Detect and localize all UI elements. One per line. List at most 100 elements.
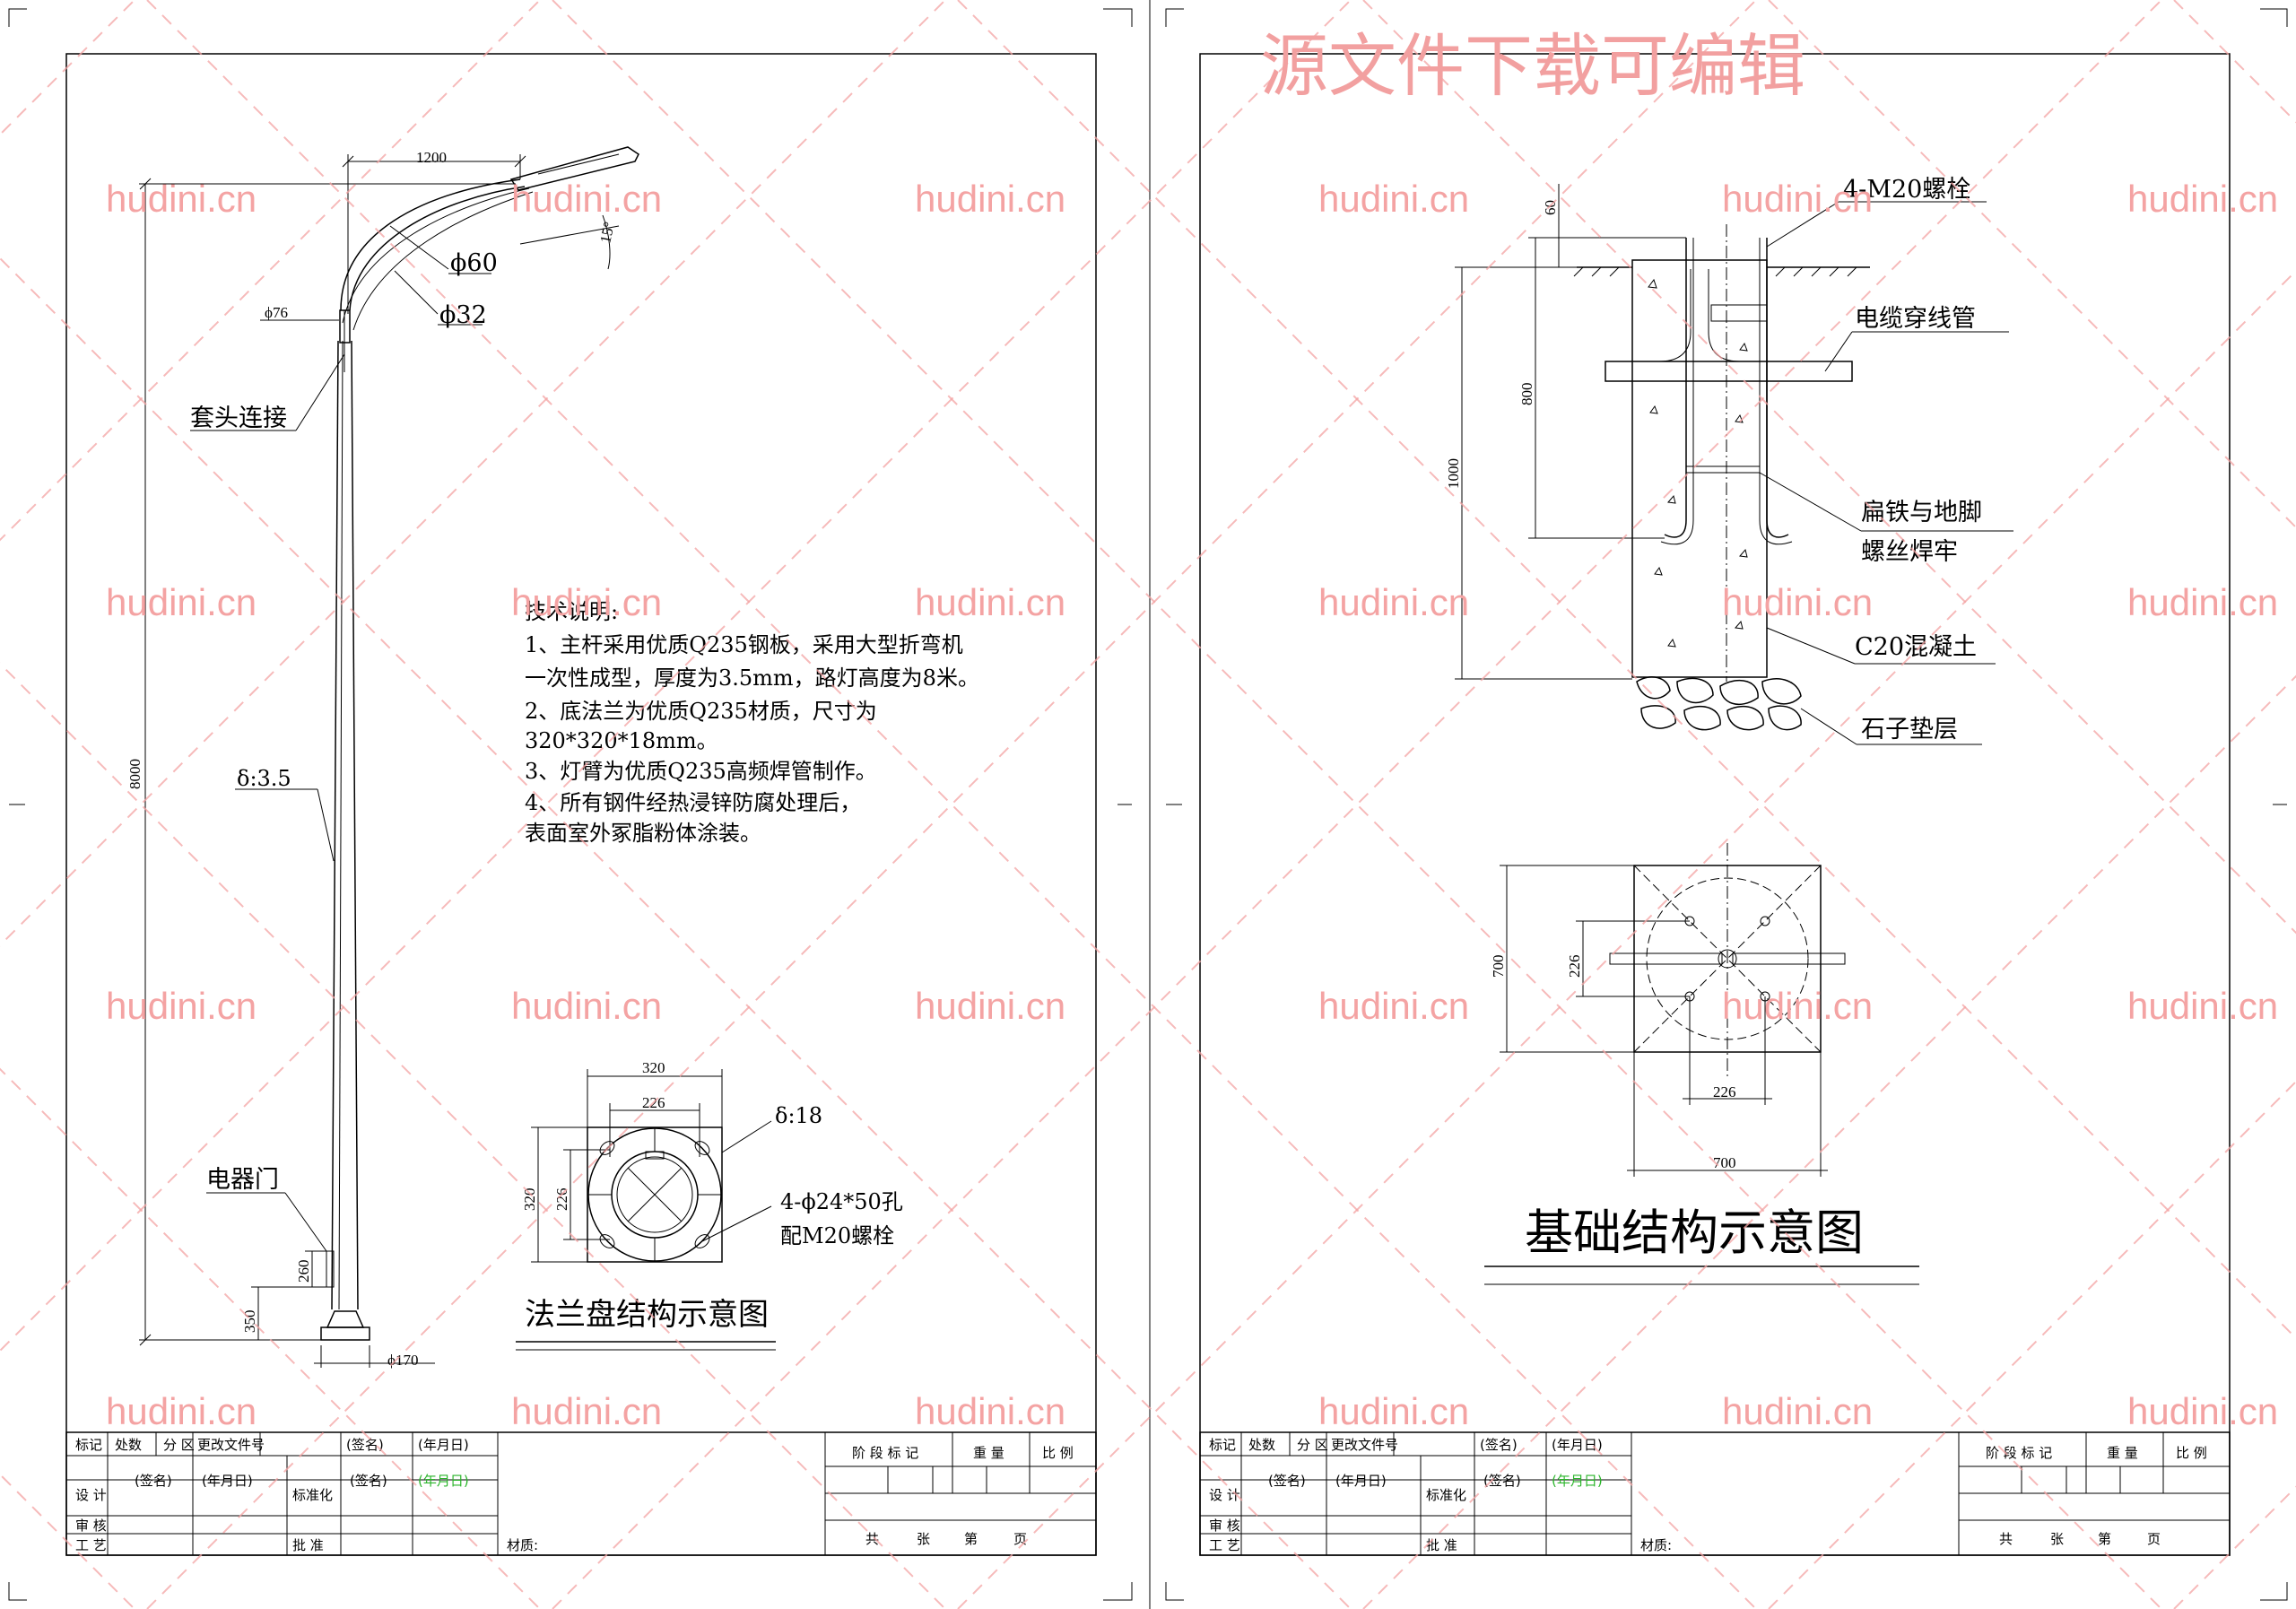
- tb-process: 工 艺: [75, 1537, 107, 1553]
- watermark-text: hudini.cn: [1722, 581, 1873, 623]
- watermark-texts: hudini.cn hudini.cn hudini.cn hudini.cn hudi…: [106, 178, 2278, 1432]
- tb-sheet: 张: [917, 1531, 930, 1547]
- watermark-line: [0, 0, 946, 947]
- watermark-text: hudini.cn: [1318, 1390, 1469, 1432]
- label-flat-iron-2: 螺丝焊牢: [1861, 538, 1958, 566]
- tb-design-date: (年月日): [1335, 1473, 1387, 1489]
- tb-zone: 分 区: [1297, 1437, 1328, 1453]
- tb-sign: (签名): [346, 1437, 384, 1453]
- watermark-text: hudini.cn: [511, 1390, 662, 1432]
- tb-mark: 标记: [75, 1437, 102, 1453]
- tb-stage: 阶 段 标 记: [852, 1445, 918, 1461]
- watermark-text: hudini.cn: [915, 985, 1065, 1027]
- tb-std-sign: (签名): [1483, 1473, 1521, 1489]
- tb-no: 第: [964, 1531, 978, 1547]
- tb-std-sign: (签名): [350, 1473, 387, 1489]
- tb-mark: 标记: [1209, 1437, 1236, 1453]
- tb-weight: 重 量: [2107, 1445, 2138, 1461]
- street-light-pole: [320, 146, 639, 1341]
- tb-approve: 批 准: [292, 1537, 324, 1553]
- tb-design: 设 计: [1209, 1487, 1240, 1503]
- watermark-text: hudini.cn: [511, 985, 662, 1027]
- tb-change-doc: 更改文件号: [1331, 1437, 1398, 1453]
- note-line-0: 技术说明:: [525, 599, 618, 624]
- label-thickness: δ:3.5: [237, 766, 291, 791]
- watermark-text: hudini.cn: [1722, 985, 1873, 1027]
- watermark-text: hudini.cn: [511, 178, 662, 220]
- tb-stage: 阶 段 标 记: [1986, 1445, 2052, 1461]
- title-block-right: 标记 处数 分 区 更改文件号 (签名) (年月日) 阶 段 标 记 重 量 比…: [1199, 1431, 2231, 1556]
- dim-plan-226-h: 226: [1713, 1083, 1736, 1100]
- label-phi60: ϕ60: [450, 249, 498, 277]
- tb-review: 审 核: [1209, 1518, 1240, 1534]
- tb-page: 页: [2147, 1531, 2161, 1547]
- tb-total: 共: [865, 1531, 879, 1547]
- watermark-text: hudini.cn: [1318, 178, 1469, 220]
- label-door: 电器门: [206, 1166, 279, 1194]
- dim-foundation-depth: 1000: [1445, 458, 1462, 489]
- pole-dimensions: 1200 15° ϕ60 ϕ32 ϕ76 套头连接 8000 δ:3.5 电器门: [126, 149, 620, 1369]
- dim-arm-angle: 15°: [596, 221, 618, 245]
- watermark-text: hudini.cn: [511, 581, 662, 623]
- flange-drawing: 320 226 320 226 δ:18 4-ϕ24*50孔 配M20螺栓 法兰…: [516, 1059, 903, 1351]
- watermark-text: hudini.cn: [2127, 985, 2278, 1027]
- dim-plan-700-h: 700: [1713, 1154, 1736, 1171]
- watermark-top-text: 源文件下载可编辑: [1260, 26, 1805, 106]
- note-line-6: 4、所有钢件经热浸锌防腐处理后，: [525, 790, 861, 815]
- watermark-text: hudini.cn: [1722, 178, 1873, 220]
- watermark-line: [0, 0, 541, 542]
- watermark-line: [0, 0, 1352, 1352]
- tb-design-sign: (签名): [135, 1473, 172, 1489]
- sheet-frames: [8, 0, 2288, 1609]
- label-flange-thickness: δ:18: [775, 1103, 822, 1128]
- label-flange-bolts: 配M20螺栓: [780, 1223, 894, 1248]
- tb-count: 处数: [1248, 1437, 1275, 1453]
- dim-bolt-exposed: 60: [1542, 200, 1559, 215]
- tb-date: (年月日): [418, 1437, 469, 1453]
- tb-scale: 比 例: [2176, 1445, 2207, 1461]
- tb-design: 设 计: [75, 1487, 107, 1503]
- watermark-text: hudini.cn: [2127, 581, 2278, 623]
- tb-scale: 比 例: [1042, 1445, 1074, 1461]
- label-flange-holes: 4-ϕ24*50孔: [780, 1189, 903, 1214]
- tb-material: 材质:: [507, 1537, 538, 1553]
- tb-approve: 批 准: [1426, 1537, 1457, 1553]
- dim-plan-700-v: 700: [1490, 955, 1507, 978]
- watermark-text: hudini.cn: [106, 1390, 257, 1432]
- label-cable-pipe: 电缆穿线管: [1855, 305, 1976, 333]
- watermark-line: [0, 257, 1352, 1609]
- dim-phi76: ϕ76: [265, 304, 288, 321]
- tb-design-date: (年月日): [202, 1473, 253, 1489]
- watermark-line: [552, 0, 2162, 1609]
- tb-material: 材质:: [1640, 1537, 1672, 1553]
- note-line-1: 1、主杆采用优质Q235钢板，采用大型折弯机: [525, 632, 963, 657]
- note-line-3: 2、底法兰为优质Q235材质，尺寸为: [525, 699, 877, 724]
- watermark-line: [957, 269, 2296, 1609]
- note-line-7: 表面室外冢脂粉体涂装。: [525, 821, 761, 846]
- dim-plan-226-v: 226: [1566, 955, 1583, 978]
- tb-count: 处数: [115, 1437, 142, 1453]
- dim-base-dia: ϕ170: [387, 1352, 418, 1369]
- tb-date: (年月日): [1552, 1437, 1603, 1453]
- watermark-line: [0, 1067, 541, 1609]
- watermark-text: hudini.cn: [106, 581, 257, 623]
- title-block-left: 标记 处数 分 区 更改文件号 (签名) (年月日) 阶 段 标 记 重 量 比…: [65, 1431, 1097, 1556]
- tb-page: 页: [1013, 1531, 1027, 1547]
- label-flat-iron-1: 扁铁与地脚: [1861, 499, 1982, 526]
- tb-standard: 标准化: [1426, 1487, 1466, 1503]
- dim-flange-outer-v: 320: [521, 1188, 538, 1212]
- tb-review: 审 核: [75, 1518, 107, 1534]
- label-gravel: 石子垫层: [1861, 716, 1958, 744]
- tb-change-doc: 更改文件号: [197, 1437, 265, 1453]
- note-line-5: 3、灯臂为优质Q235高频焊管制作。: [525, 759, 877, 784]
- dim-pole-height: 8000: [126, 759, 144, 789]
- tb-zone: 分 区: [163, 1437, 195, 1453]
- foundation-plan: 700 226 226 700 基础结构示意图: [1484, 843, 1919, 1285]
- tb-design-sign: (签名): [1268, 1473, 1306, 1489]
- watermark-line: [146, 0, 1757, 1609]
- tb-process: 工 艺: [1209, 1537, 1240, 1553]
- watermark-text: hudini.cn: [1722, 1390, 1873, 1432]
- watermark-text: hudini.cn: [1318, 581, 1469, 623]
